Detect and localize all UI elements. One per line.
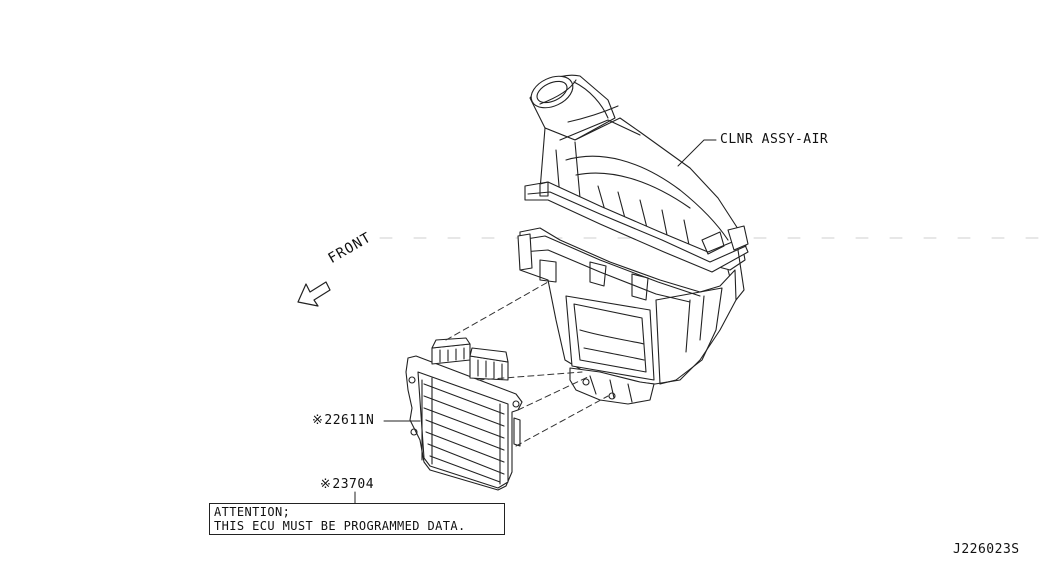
asterisk-mark-icon: ※ (320, 477, 332, 492)
harness-part-label: ※23704 (320, 478, 374, 492)
leader-lines (354, 139, 717, 504)
diagram-code-text: J226023S (953, 542, 1020, 557)
attention-note-box: ATTENTION; THIS ECU MUST BE PROGRAMMED D… (209, 503, 505, 535)
harness-part-number: 23704 (332, 477, 375, 492)
ecu-part-label: ※22611N (312, 414, 374, 428)
attention-heading: ATTENTION; (214, 505, 291, 519)
ecu-unit (405, 337, 523, 491)
air-cleaner-label-text: CLNR ASSY-AIR (720, 132, 829, 147)
air-cleaner-label: CLNR ASSY-AIR (720, 133, 828, 147)
air-cleaner-assembly (517, 74, 749, 405)
mounting-guide-lines (445, 281, 609, 447)
attention-message: THIS ECU MUST BE PROGRAMMED DATA. (214, 519, 466, 533)
asterisk-mark-icon: ※ (312, 413, 324, 428)
ecu-part-number: 22611N (324, 413, 375, 428)
front-arrow-icon (297, 281, 331, 307)
diagram-code: J226023S (953, 543, 1020, 557)
